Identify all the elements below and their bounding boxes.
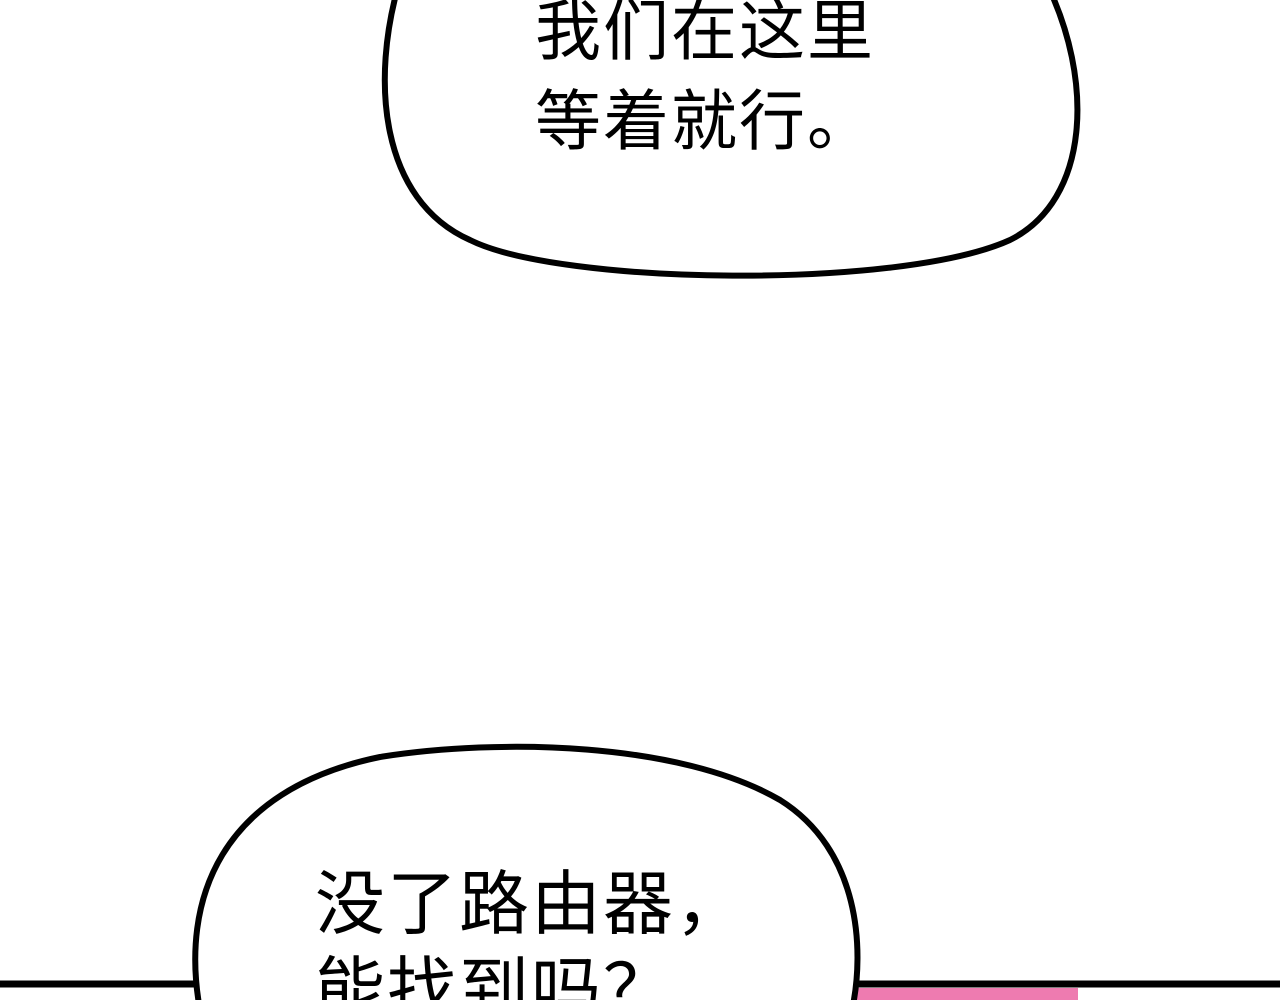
bubble-bottom-line-1: 没了路由器，	[315, 863, 747, 945]
pink-panel-fragment	[856, 988, 1078, 1000]
bubble-top-line-2: 等着就行。	[535, 83, 875, 160]
bubble-top-line-1: 我们在这里	[535, 0, 875, 70]
speech-bubble-bottom	[192, 743, 861, 1000]
bubble-bottom-line-2: 能找到吗？	[315, 949, 675, 1000]
speech-bubble-top	[381, 0, 1081, 279]
